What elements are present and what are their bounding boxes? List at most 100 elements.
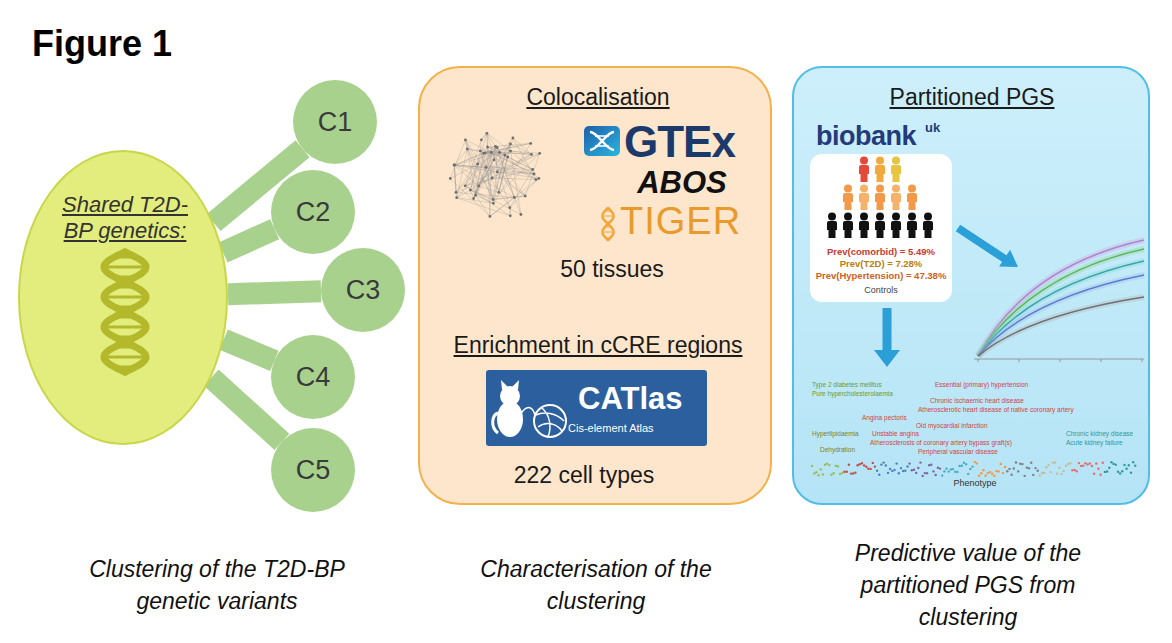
- text-slot: C3: [321, 248, 405, 332]
- manhattan-dot: [965, 463, 967, 465]
- manhattan-dot: [1091, 465, 1093, 467]
- person-icon: [859, 213, 869, 239]
- network-dot: [533, 173, 536, 176]
- manhattan-dot: [882, 461, 884, 463]
- manhattan-dot: [895, 462, 897, 464]
- manhattan-dot: [1006, 470, 1008, 472]
- text-slot: uk: [925, 120, 940, 136]
- gtex-icon: [584, 124, 622, 158]
- text-slot: Partitioned PGS: [890, 84, 1055, 112]
- network-dot: [513, 196, 516, 199]
- network-dot: [479, 149, 482, 152]
- node-text: Partitioned PGS: [890, 84, 1055, 112]
- manhattan-dot: [1058, 467, 1060, 469]
- manhattan-dot: [1097, 468, 1099, 470]
- manhattan-dot: [826, 463, 828, 465]
- phenotype-label: Acute kidney failure: [1066, 439, 1123, 447]
- text-slot: Hyperlipidaemia: [812, 430, 859, 438]
- manhattan-dot: [1128, 464, 1130, 466]
- manhattan-dot: [1112, 463, 1114, 465]
- network-dot: [466, 148, 469, 151]
- manhattan-dot: [1010, 474, 1012, 476]
- manhattan-dot: [976, 462, 978, 464]
- manhattan-dot: [850, 472, 852, 474]
- tiger-icon: [600, 207, 616, 241]
- manhattan-dot: [1000, 463, 1002, 465]
- network-dot: [492, 198, 495, 201]
- manhattan-dot: [991, 473, 993, 475]
- manhattan-dot: [917, 467, 919, 469]
- manhattan-dot: [1037, 470, 1039, 472]
- cluster-circle: C1: [293, 80, 377, 164]
- text-slot: Prev(T2D) = 7.28%: [840, 258, 923, 269]
- node-text: C2: [296, 196, 331, 228]
- characterisation-panel: ColocalisationGTExABOSTIGER50 tissuesEnr…: [418, 66, 772, 505]
- text-slot: ABOS: [637, 164, 727, 201]
- manhattan-dot: [952, 468, 954, 470]
- manhattan-dot: [889, 468, 891, 470]
- manhattan-dot: [919, 461, 921, 463]
- cat-body: [497, 401, 523, 437]
- flow-arrow-head: [999, 250, 1018, 267]
- text-slot: Enrichment in cCRE regions: [454, 332, 743, 360]
- manhattan-dot: [935, 474, 937, 476]
- gtex-tile: [584, 126, 620, 156]
- network-dot: [453, 163, 456, 166]
- node-text: 222 cell types: [514, 462, 655, 490]
- network-dot: [509, 143, 512, 146]
- figure-title: Figure 1: [32, 22, 172, 65]
- phenotype-label: Peripheral vascular disease: [918, 448, 998, 456]
- text-slot: Old myocardial infarction: [916, 422, 988, 430]
- manhattan-dot: [1069, 462, 1071, 464]
- manhattan-dot: [1015, 461, 1017, 463]
- node-text: Shared T2D-BP genetics:: [57, 192, 193, 245]
- phenotype-label: Pure hypercholesterolaemia: [812, 390, 893, 398]
- phenotype-label: Old myocardial infarction: [916, 422, 988, 430]
- manhattan-dot: [861, 462, 863, 464]
- network-dot: [476, 163, 479, 166]
- text-slot: Dehydration: [820, 446, 855, 454]
- manhattan-dot: [1132, 461, 1134, 463]
- text-slot: Angina pectoris: [862, 414, 907, 422]
- node-text: Prev(Hypertension) = 47.38%: [816, 270, 947, 281]
- manhattan-dot: [932, 470, 934, 472]
- axis-label: Phenotype: [953, 478, 996, 489]
- text-slot: C1: [293, 80, 377, 164]
- manhattan-dot: [954, 471, 956, 473]
- text-slot: C4: [271, 335, 355, 419]
- text-slot: Unstable angina: [872, 430, 919, 438]
- manhattan-dot: [1065, 465, 1067, 467]
- text-slot: Cis-element Atlas: [568, 422, 654, 435]
- manhattan-dot: [891, 470, 893, 472]
- manhattan-dot: [1119, 472, 1121, 474]
- person-icon: [875, 185, 885, 211]
- text-slot: Atherosclerotic heart disease of native …: [918, 406, 1074, 414]
- manhattan-dot: [1002, 472, 1004, 474]
- manhattan-dots: [811, 461, 1137, 477]
- network-dot: [535, 178, 538, 181]
- text-slot: Chronic kidney disease: [1066, 430, 1133, 438]
- branch-bar: [223, 229, 275, 252]
- manhattan-dot: [908, 462, 910, 464]
- manhattan-dot: [846, 471, 848, 473]
- cluster-circle: C4: [271, 335, 355, 419]
- manhattan-dot: [980, 472, 982, 474]
- text-slot: Prev(Hypertension) = 47.38%: [816, 270, 947, 281]
- risk-band: [978, 297, 1144, 356]
- manhattan-dot: [1089, 462, 1091, 464]
- network-dot: [509, 150, 512, 153]
- manhattan-dot: [1043, 472, 1045, 474]
- manhattan-dot: [828, 464, 830, 466]
- text-slot: Type 2 diabetes mellitus: [812, 381, 882, 389]
- network-dot: [464, 139, 467, 142]
- network-dot: [489, 215, 492, 218]
- text-slot: Essential (primary) hypertension: [935, 381, 1028, 389]
- manhattan-dot: [1060, 473, 1062, 475]
- network-dot: [477, 185, 480, 188]
- node-text: CATlas: [578, 380, 683, 417]
- manhattan-dot: [926, 472, 928, 474]
- manhattan-dot: [1024, 475, 1026, 477]
- person-icon: [827, 213, 837, 239]
- manhattan-dot: [948, 470, 950, 472]
- text-slot: C5: [271, 428, 355, 512]
